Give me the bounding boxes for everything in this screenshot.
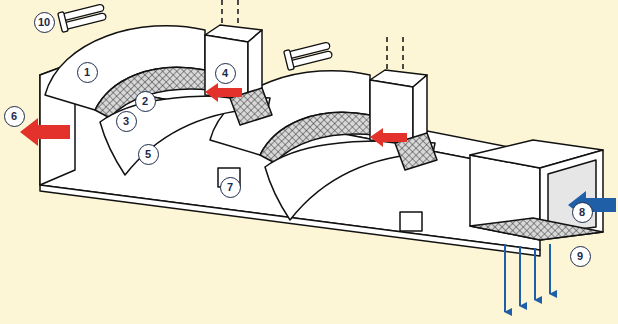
callout-number: 1	[77, 62, 98, 83]
lamp	[58, 2, 107, 33]
callout-number: 2	[135, 91, 156, 112]
callout-number: 3	[116, 111, 137, 132]
callout-number: 5	[138, 144, 159, 165]
callout-number: 10	[34, 12, 55, 33]
lamp	[284, 40, 333, 71]
callout-number: 4	[215, 63, 236, 84]
diffuser-unit	[45, 0, 272, 175]
red-arrow	[205, 83, 242, 102]
callout-number: 7	[220, 177, 241, 198]
access-window	[400, 212, 422, 231]
callout-number: 8	[572, 202, 593, 223]
duct-connection	[387, 37, 403, 72]
duct-connection	[222, 0, 238, 27]
callout-number: 9	[570, 246, 591, 267]
air-flow-arrows	[505, 244, 550, 312]
red-arrow	[20, 118, 70, 146]
callout-number: 6	[4, 106, 25, 127]
red-arrow	[370, 128, 407, 147]
